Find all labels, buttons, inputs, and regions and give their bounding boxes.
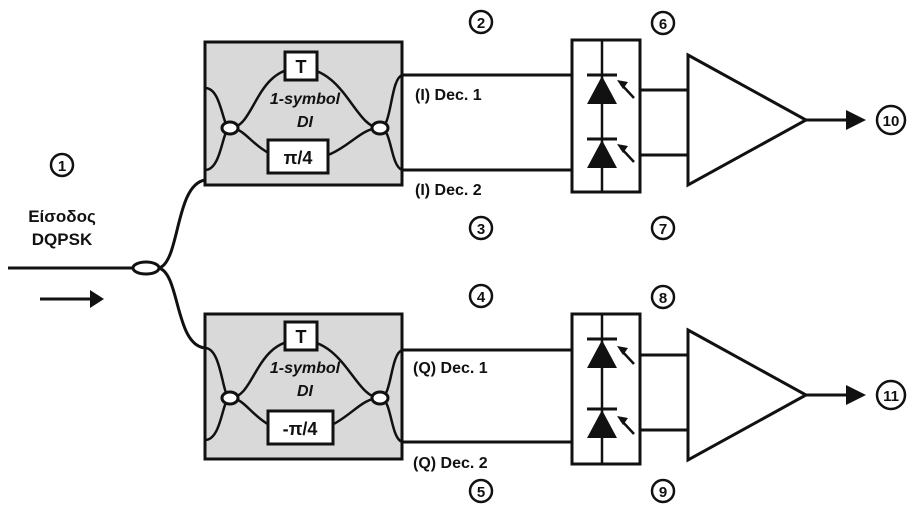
marker-2: 2 (468, 9, 494, 35)
upper-di-coupler-right (370, 120, 390, 136)
marker-5: 5 (468, 478, 494, 504)
marker-4-label: 4 (477, 289, 486, 306)
lower-output-arrow-head (846, 385, 866, 405)
lower-delay-label: T (296, 327, 307, 347)
lower-interferometer: T 1-symbol DI -π/4 (203, 312, 404, 461)
upper-phase-shifter (266, 138, 330, 175)
lower-balanced-detector (570, 312, 642, 466)
lower-di-coupler-right (370, 390, 390, 406)
upper-detector-box (570, 38, 642, 194)
input-arrow-head (90, 290, 104, 308)
marker-11-label: 11 (883, 388, 899, 405)
input-label-line1: Είσοδος (28, 207, 96, 226)
lower-light-arrow-1-head (617, 346, 628, 355)
marker-8-label: 8 (659, 290, 667, 307)
marker-6-label: 6 (659, 16, 667, 33)
marker-5-label: 5 (477, 484, 485, 501)
marker-9: 9 (650, 478, 676, 504)
lower-light-arrow-2-head (617, 416, 628, 425)
lower-phase-label: -π/4 (283, 419, 318, 439)
marker-9-label: 9 (659, 484, 667, 501)
marker-7: 7 (650, 215, 676, 241)
split-to-upper (158, 178, 206, 270)
marker-2-label: 2 (477, 15, 485, 32)
marker-10-label: 10 (883, 113, 900, 130)
output-label-q1: (Q) Dec. 1 (413, 360, 488, 377)
upper-interferometer: T 1-symbol DI π/4 (203, 40, 404, 187)
marker-3-label: 3 (477, 221, 485, 238)
upper-light-arrow-2-head (617, 144, 628, 153)
lower-detector-box (570, 312, 642, 466)
lower-photodiode-2 (587, 410, 617, 438)
upper-di-title-line2: DI (297, 114, 314, 131)
upper-delay-element (283, 50, 319, 82)
upper-delay-label: T (296, 57, 307, 77)
marker-3: 3 (468, 215, 494, 241)
output-label-i1: (I) Dec. 1 (415, 87, 482, 104)
upper-photodiode-1 (587, 76, 617, 104)
marker-4: 4 (468, 283, 494, 309)
lower-amplifier (686, 327, 810, 463)
upper-output-arrow-head (846, 110, 866, 130)
marker-10: 10 (875, 104, 907, 136)
upper-balanced-detector (570, 38, 642, 194)
lower-di-title-line1: 1-symbol (270, 360, 341, 377)
marker-7-label: 7 (659, 221, 667, 238)
upper-di-coupler-left (220, 120, 240, 136)
marker-1: 1 (49, 152, 75, 178)
output-label-i2: (I) Dec. 2 (415, 182, 482, 199)
split-to-lower (158, 266, 206, 350)
marker-8: 8 (650, 284, 676, 310)
lower-delay-element (283, 320, 319, 352)
upper-amplifier (686, 52, 810, 188)
upper-di-title-line1: 1-symbol (270, 91, 341, 108)
lower-phase-shifter (266, 409, 335, 446)
input-coupler (131, 260, 161, 276)
marker-1-label: 1 (58, 158, 66, 175)
marker-6: 6 (650, 10, 676, 36)
lower-di-title-line2: DI (297, 383, 314, 400)
output-label-q2: (Q) Dec. 2 (413, 455, 488, 472)
upper-phase-label: π/4 (284, 148, 313, 168)
upper-light-arrow-1-head (617, 80, 628, 89)
upper-photodiode-2 (587, 140, 617, 168)
input-label-line2: DQPSK (32, 230, 93, 249)
marker-11: 11 (875, 379, 907, 411)
lower-di-coupler-left (220, 390, 240, 406)
lower-photodiode-1 (587, 340, 617, 368)
